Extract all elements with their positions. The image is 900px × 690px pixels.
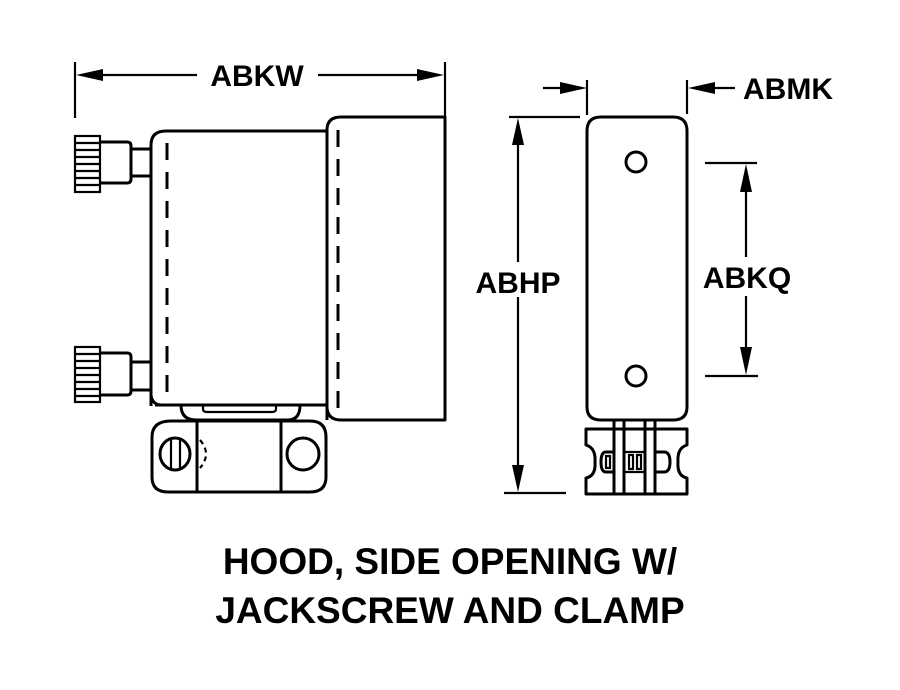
dimension-label-abkw: ABKW (210, 60, 304, 93)
clamp-screw-end (655, 450, 672, 474)
knurl-lines (75, 352, 100, 398)
jackscrew-shaft (131, 147, 151, 178)
arrowhead-top (512, 118, 524, 145)
clamp-slot (201, 406, 278, 414)
mounting-hole-upper (624, 150, 648, 174)
arrowhead-left (560, 82, 587, 94)
jackscrew-collar (100, 140, 133, 185)
jackscrew-upper (73, 134, 151, 194)
dimension-label-abkq: ABKQ (703, 262, 791, 295)
dimension-abhp: ABHP (475, 115, 580, 495)
jackscrew-shaft (131, 360, 151, 392)
dimension-label-abhp: ABHP (475, 267, 560, 300)
hood-outline (325, 115, 447, 422)
dimension-label-abmk: ABMK (743, 73, 833, 106)
mounting-hole-lower (624, 364, 648, 388)
knurl-lines (75, 141, 100, 187)
jackscrew-collar (100, 351, 133, 397)
arrowhead-left (76, 69, 103, 81)
side-body-outline (585, 115, 689, 422)
dimension-abkq: ABKQ (703, 161, 791, 378)
jackscrew-lower (73, 345, 151, 404)
arrowhead-bottom (512, 465, 524, 492)
body-outline (149, 129, 327, 406)
caption-line-2: JACKSCREW AND CLAMP (215, 590, 685, 631)
slotted-screw (158, 436, 192, 472)
caption-line-1: HOOD, SIDE OPENING W/ (222, 541, 678, 582)
side-view (584, 115, 689, 496)
side-clamp (584, 421, 689, 496)
clamp-screw-head (599, 450, 614, 474)
clamp-hole (285, 436, 321, 472)
dimension-abmk: ABMK (543, 73, 833, 115)
front-view (73, 115, 447, 494)
arrowhead-right (417, 69, 444, 81)
hidden-screw-thread (199, 439, 208, 469)
dimension-abkw: ABKW (73, 60, 447, 118)
cable-clamp (150, 419, 328, 494)
side-clamp-outline (584, 427, 689, 496)
arrowhead-top (740, 164, 752, 192)
arrowhead-right (688, 82, 715, 94)
body-corner (149, 394, 163, 407)
arrowhead-bottom (740, 347, 752, 375)
clamp-outline (150, 419, 328, 494)
